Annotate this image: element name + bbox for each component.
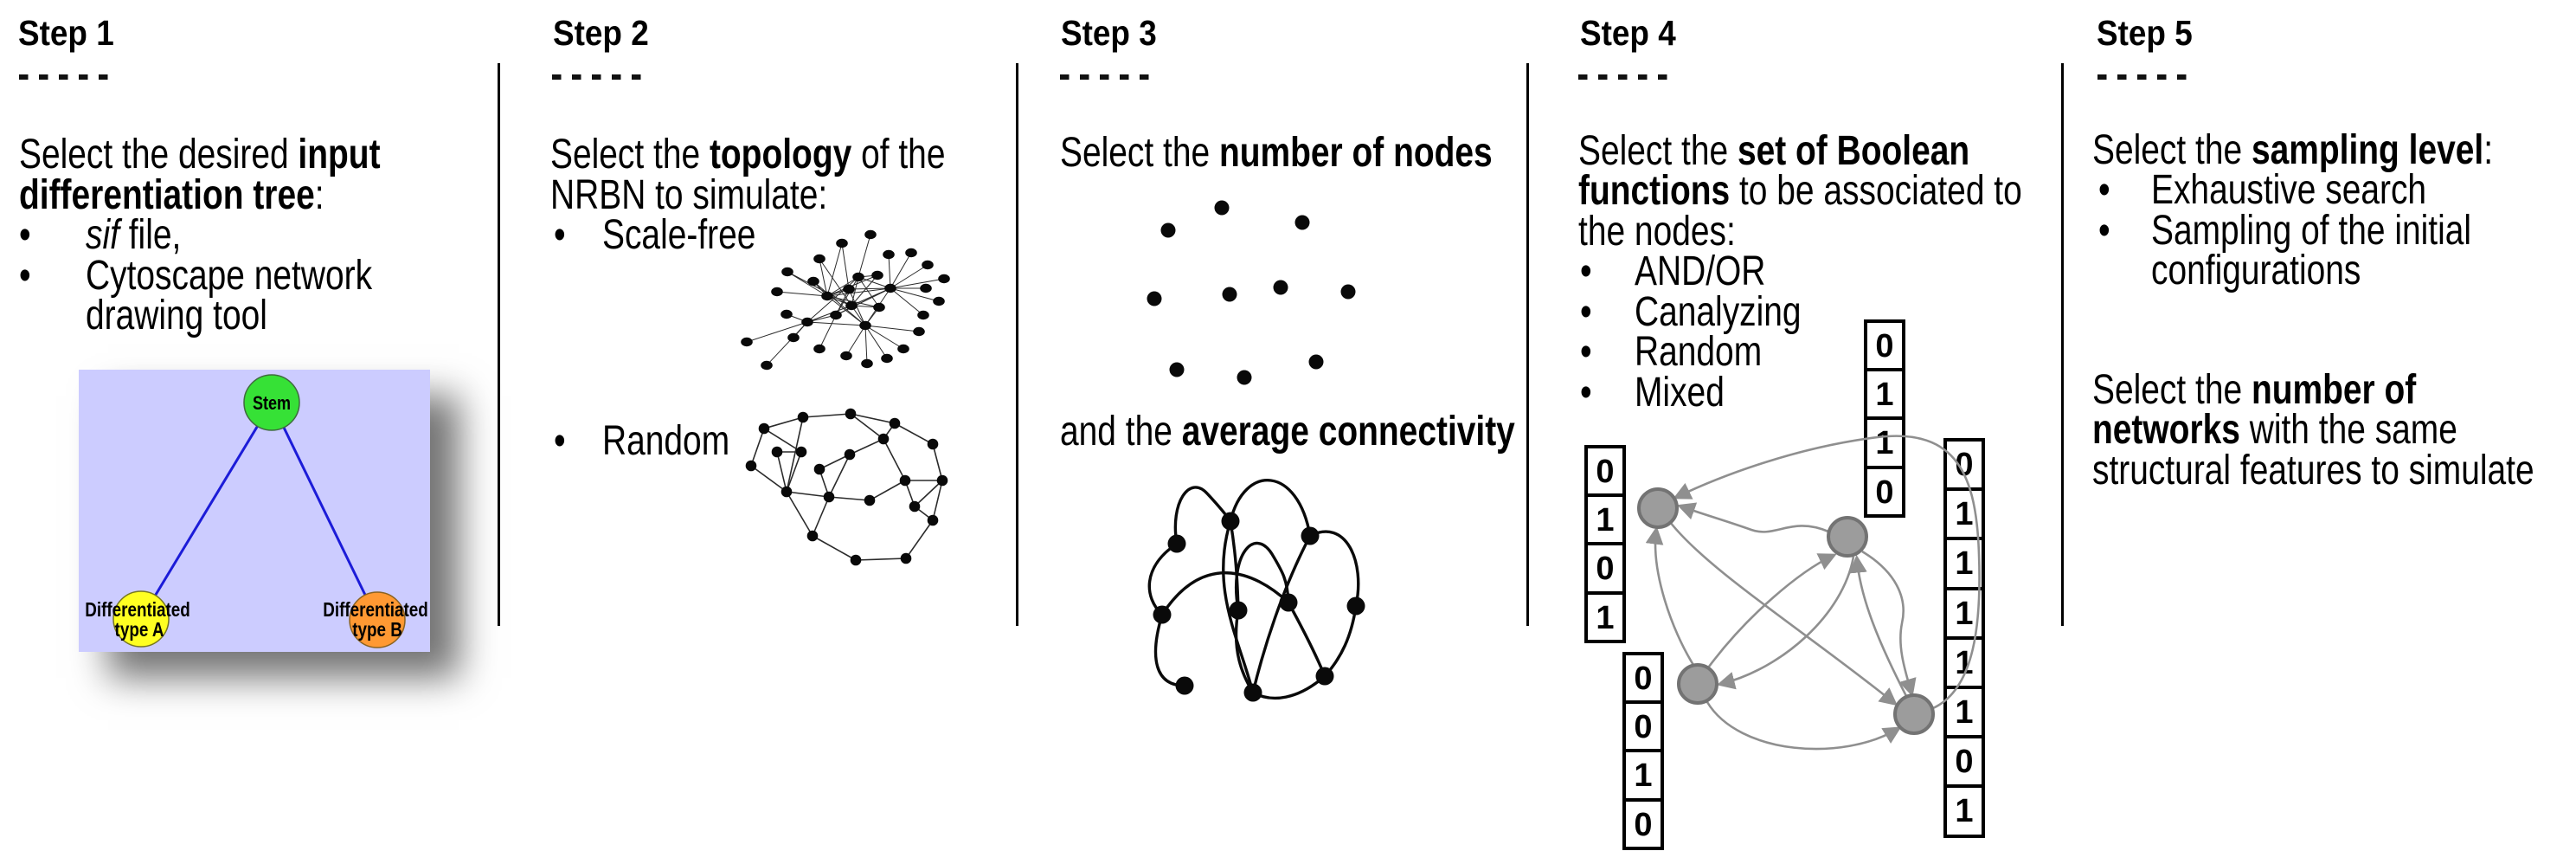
svg-text:Differentiated: Differentiated (323, 599, 427, 621)
svg-text:type B: type B (352, 619, 402, 641)
svg-text:Differentiated: Differentiated (85, 599, 190, 621)
svg-text:type A: type A (115, 619, 164, 641)
svg-text:Stem: Stem (253, 393, 291, 414)
